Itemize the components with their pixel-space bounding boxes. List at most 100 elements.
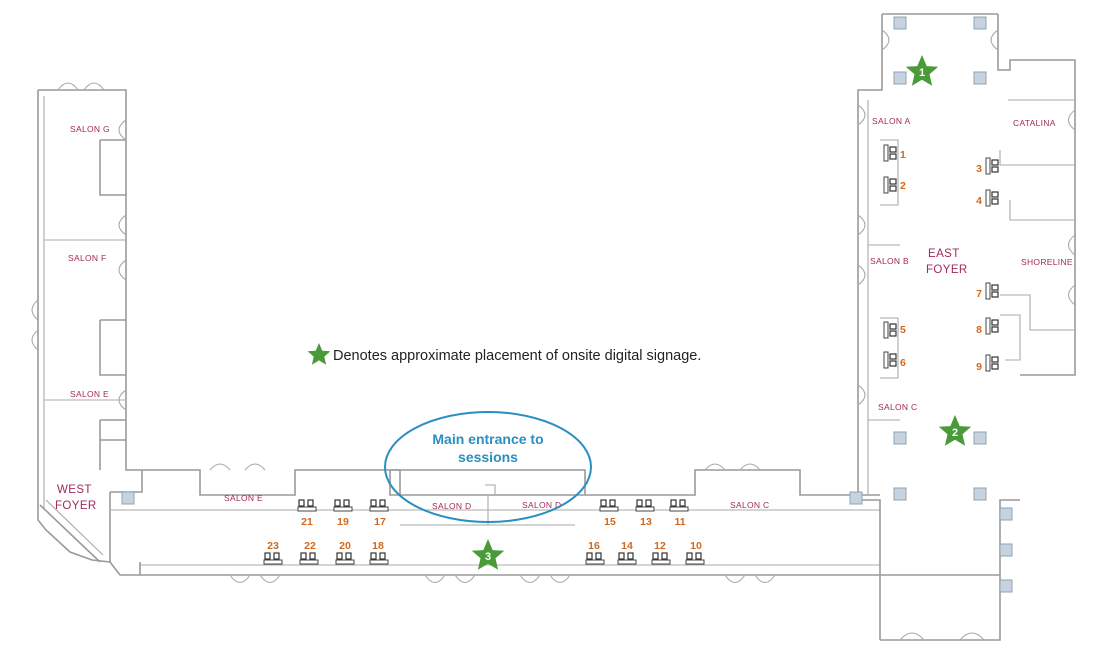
booth-chair: [618, 552, 625, 560]
booth-number: 17: [374, 516, 386, 528]
booth-15: 15: [599, 499, 619, 528]
booth-chair: [370, 552, 377, 560]
booth-number: 11: [674, 516, 685, 528]
booth-12: 12: [651, 540, 671, 565]
signage-number-1: 1: [919, 67, 925, 79]
booth-9: 9: [976, 354, 999, 373]
booth-chair: [991, 291, 999, 298]
green-star-icon: [905, 55, 939, 86]
booth-chair: [889, 153, 897, 160]
room-label-salon-b: SALON B: [870, 256, 909, 266]
booth-chair: [343, 499, 350, 507]
booth-23: 23: [263, 540, 283, 565]
booth-number: 12: [654, 540, 666, 552]
booth-table: [297, 506, 317, 512]
green-star-icon: [938, 415, 972, 446]
booth-chair: [889, 178, 897, 185]
booth-number: 5: [900, 324, 906, 336]
booth-chair: [991, 191, 999, 198]
booth-chair: [991, 159, 999, 166]
booth-number: 13: [640, 516, 652, 528]
room-label-west-foyer-2: FOYER: [55, 500, 97, 512]
booth-number: 8: [976, 324, 982, 336]
booth-number: 15: [604, 516, 616, 528]
entrance-oval: [384, 411, 592, 523]
booth-chair: [298, 499, 305, 507]
booth-chair: [370, 499, 377, 507]
room-label-salon-c-south: SALON C: [730, 500, 769, 510]
booth-chair: [991, 326, 999, 333]
booth-chair: [307, 499, 314, 507]
booth-chair: [991, 356, 999, 363]
booth-chair: [889, 360, 897, 367]
booth-chair: [991, 284, 999, 291]
legend: Denotes approximate placement of onsite …: [307, 343, 701, 365]
booth-table: [883, 321, 889, 339]
room-label-salon-g: SALON G: [70, 124, 110, 134]
booth-chair: [379, 499, 386, 507]
booth-table: [985, 189, 991, 207]
booth-table: [669, 506, 689, 512]
entrance-label-line2: sessions: [458, 449, 518, 465]
booth-chair: [991, 319, 999, 326]
legend-text: Denotes approximate placement of onsite …: [333, 348, 701, 364]
booth-table: [599, 506, 619, 512]
booth-chair: [586, 552, 593, 560]
booth-5: 5: [883, 321, 906, 339]
booth-table: [333, 506, 353, 512]
booth-table: [635, 506, 655, 512]
room-label-salon-a: SALON A: [872, 116, 911, 126]
booth-table: [617, 559, 637, 565]
booth-10: 10: [685, 540, 705, 565]
booth-chair: [661, 552, 668, 560]
booth-4: 4: [976, 189, 999, 207]
booth-chair: [627, 552, 634, 560]
booth-6: 6: [883, 351, 906, 369]
booth-number: 22: [304, 540, 316, 552]
booth-chair: [889, 323, 897, 330]
booth-table: [585, 559, 605, 565]
booth-8: 8: [976, 317, 999, 336]
booth-table: [651, 559, 671, 565]
signage-number-3: 3: [485, 551, 491, 563]
building-outline: [31, 13, 1076, 641]
booth-table: [263, 559, 283, 565]
booth-chair: [336, 552, 343, 560]
booth-chair: [686, 552, 693, 560]
entrance-label-line1: Main entrance to: [432, 431, 543, 447]
booth-chair: [300, 552, 307, 560]
booth-number: 9: [976, 361, 982, 373]
booth-table: [883, 144, 889, 162]
booth-number: 7: [976, 288, 982, 300]
booth-14: 14: [617, 540, 637, 565]
room-label-salon-f: SALON F: [68, 253, 106, 263]
booth-table: [685, 559, 705, 565]
booth-chair: [334, 499, 341, 507]
booth-chair: [889, 353, 897, 360]
booth-table: [335, 559, 355, 565]
signage-marker-1: 1: [905, 55, 939, 86]
booth-number: 18: [372, 540, 384, 552]
booth-table: [299, 559, 319, 565]
booth-19: 19: [333, 499, 353, 528]
booth-chair: [645, 499, 652, 507]
booth-chair: [991, 166, 999, 173]
booth-chair: [889, 185, 897, 192]
booth-table: [985, 354, 991, 372]
booth-11: 11: [669, 499, 689, 528]
room-label-shoreline: SHORELINE: [1021, 257, 1073, 267]
green-star-icon: [471, 539, 505, 570]
signage-marker-3: 3: [471, 539, 505, 570]
booth-chair: [652, 552, 659, 560]
booth-chair: [345, 552, 352, 560]
booth-chair: [889, 330, 897, 337]
booth-7: 7: [976, 282, 999, 300]
booth-number: 6: [900, 357, 906, 369]
booth-number: 19: [337, 516, 349, 528]
booth-number: 1: [900, 149, 906, 161]
booth-chair: [679, 499, 686, 507]
booth-chair: [273, 552, 280, 560]
signage-marker-2: 2: [938, 415, 972, 446]
